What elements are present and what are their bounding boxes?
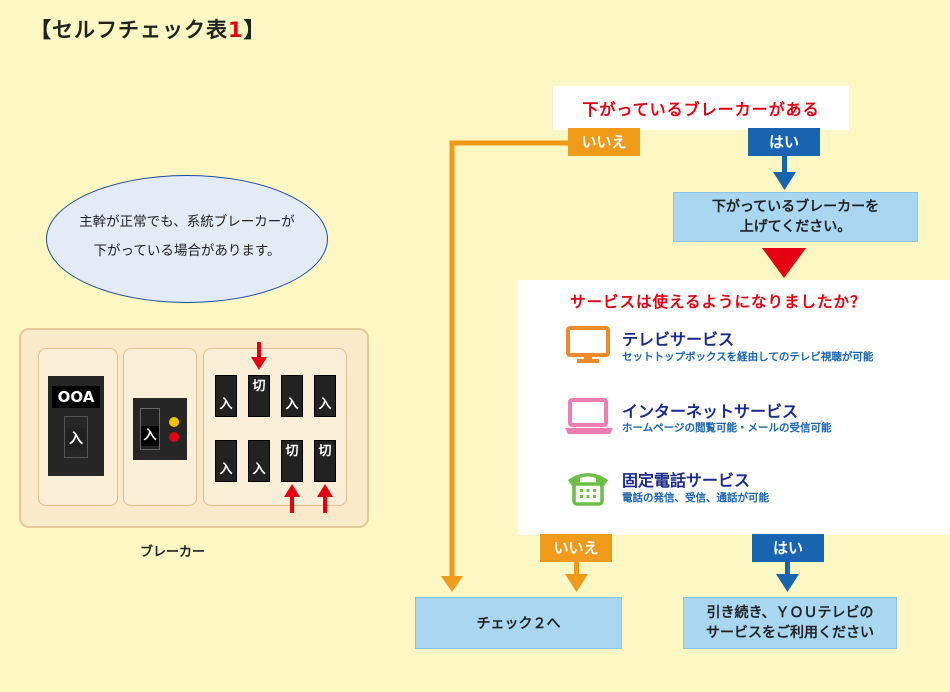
red-indicator-icon	[169, 432, 179, 442]
question-service-panel	[518, 280, 950, 535]
title-text: セルフチェック表	[52, 18, 228, 42]
result-yes-line-2: サービスをご利用ください	[706, 625, 874, 641]
branch-switch-top-4: 入	[314, 375, 336, 417]
main-breaker-label: OOA	[52, 386, 100, 408]
branch-switch-top-2: 切	[248, 375, 270, 417]
answer-no-tag: いいえ	[568, 128, 640, 156]
service-desc-internet: ホームページの閲覧可能・メールの受信可能	[622, 422, 832, 434]
title-bracket-open: 【	[30, 18, 52, 42]
service-desc-tv: セットトップボックスを経由してのテレビ視聴が可能	[622, 351, 874, 363]
earth-leakage-switch: 入	[141, 426, 159, 446]
note-bubble	[46, 175, 328, 303]
tv-icon	[566, 326, 610, 363]
breaker-caption: ブレーカー	[140, 545, 206, 560]
note-line-1: 主幹が正常でも、系統ブレーカーが	[79, 214, 295, 230]
note-line-2: 下がっている場合があります。	[93, 243, 281, 259]
action-line-2: 上げてください。	[739, 219, 852, 235]
result-go-check-2: チェック２へ	[415, 597, 622, 649]
branch-switch-bottom-1: 入	[215, 440, 237, 482]
laptop-icon	[565, 398, 613, 434]
answer-yes-tag: はい	[748, 128, 820, 156]
service-desc-phone: 電話の発信、受信、通話が可能	[622, 492, 769, 504]
result-continue-service: 引き続き、ＹＯＵテレビの サービスをご利用ください	[683, 597, 897, 649]
branch-switch-bottom-3: 切	[281, 440, 303, 482]
branch-switch-top-3: 入	[281, 375, 303, 417]
tripped-arrow-down-icon	[251, 342, 267, 370]
service-title-internet: インターネットサービス	[622, 402, 799, 421]
service-title-tv: テレビサービス	[622, 330, 735, 349]
action-raise-breaker: 下がっているブレーカーを 上げてください。	[673, 192, 918, 242]
service-title-phone: 固定電話サービス	[622, 471, 751, 490]
main-breaker-switch: 入	[66, 428, 86, 450]
answer-no-tag-2: いいえ	[540, 534, 612, 562]
branch-switch-bottom-2: 入	[248, 440, 270, 482]
question-tripped-breaker: 下がっているブレーカーがある	[553, 86, 849, 130]
main-breaker-handle	[64, 416, 88, 458]
branch-switch-bottom-4: 切	[314, 440, 336, 482]
title-bracket-close: 】	[243, 18, 266, 42]
title-number: 1	[228, 18, 244, 42]
action-line-1: 下がっているブレーカーを	[711, 199, 880, 215]
result-yes-line-1: 引き続き、ＹＯＵテレビの	[706, 605, 874, 621]
phone-icon	[568, 473, 608, 506]
question-service-restored: サービスは使えるようになりましたか？	[570, 293, 867, 311]
branch-switch-top-1: 入	[215, 375, 237, 417]
tripped-arrow-up-icon	[284, 484, 300, 513]
page-title: 【セルフチェック表1】	[30, 14, 266, 44]
answer-yes-tag-2: はい	[752, 534, 824, 562]
yellow-indicator-icon	[169, 417, 179, 427]
tripped-arrow-up-icon	[317, 484, 333, 513]
